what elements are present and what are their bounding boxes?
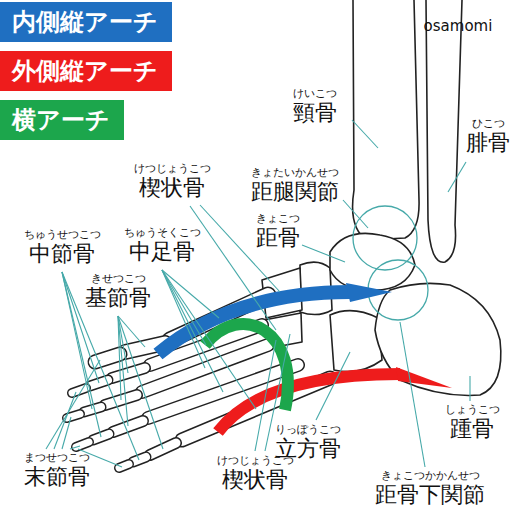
- cuboid-bone: [330, 311, 382, 372]
- bone-label: 楔状骨: [222, 468, 288, 492]
- legend-swatch: 外側縦アーチ: [0, 51, 172, 91]
- legend-text: 横アーチ: [12, 104, 110, 136]
- furigana: けいこつ: [293, 88, 337, 100]
- joint-circle: [353, 206, 417, 270]
- bone-shape: [112, 368, 145, 378]
- furigana: ちゅうせつこつ: [24, 229, 101, 241]
- bone-shape: [133, 457, 146, 462]
- bone-shape: [67, 414, 80, 418]
- fibula-bone: [426, 0, 462, 262]
- watermark: osamomi: [424, 18, 493, 35]
- bone-label: 距腿関節: [251, 180, 339, 204]
- bone-shape: [84, 407, 101, 412]
- bone-label: 距骨下関節: [375, 483, 485, 507]
- medial-arch-tip: [346, 283, 392, 302]
- furigana: けつじょうこつ: [217, 455, 294, 467]
- furigana: けつじょうこつ: [134, 163, 211, 175]
- talus-bone: [330, 233, 415, 290]
- furigana: りっぽうこつ: [275, 424, 341, 436]
- furigana: しょうこつ: [445, 404, 500, 416]
- tibia-bone: [353, 0, 420, 240]
- leader-lines: [46, 120, 470, 467]
- furigana: ひこつ: [472, 118, 505, 130]
- furigana: きょこつかかんせつ: [381, 470, 480, 482]
- bone-shape: [72, 388, 86, 393]
- furigana: きょこつ: [256, 213, 300, 225]
- furigana: きょたいかんせつ: [251, 167, 339, 179]
- bone-shape: [72, 388, 86, 393]
- bone-shape: [84, 407, 101, 412]
- bone-label: 頸骨: [293, 101, 337, 125]
- bone-shape: [67, 414, 80, 418]
- furigana: きせつこつ: [91, 273, 146, 285]
- bone-label: 腓骨: [466, 131, 510, 155]
- lateral-arch-tip: [396, 367, 452, 388]
- legend-text: 外側縦アーチ: [12, 55, 158, 87]
- bone-shape: [112, 368, 145, 378]
- bone-label: 基節骨: [85, 286, 151, 310]
- bone-shape: [133, 457, 146, 462]
- legend-text: 内側縦アーチ: [12, 6, 158, 38]
- furigana: まつせつこつ: [24, 452, 90, 464]
- furigana: ちゅうそくこつ: [124, 227, 201, 239]
- bone-label: 中足骨: [129, 240, 195, 264]
- bone-label: 距骨: [256, 226, 300, 250]
- transverse-arch: [205, 324, 288, 410]
- bone-label: 末節骨: [24, 465, 90, 489]
- legend-swatch: 内側縦アーチ: [0, 2, 172, 42]
- bone-label: 中節骨: [29, 242, 95, 266]
- bone-label: 踵骨: [450, 417, 494, 441]
- bone-label: 楔状骨: [139, 176, 205, 200]
- legend-swatch: 横アーチ: [0, 100, 124, 140]
